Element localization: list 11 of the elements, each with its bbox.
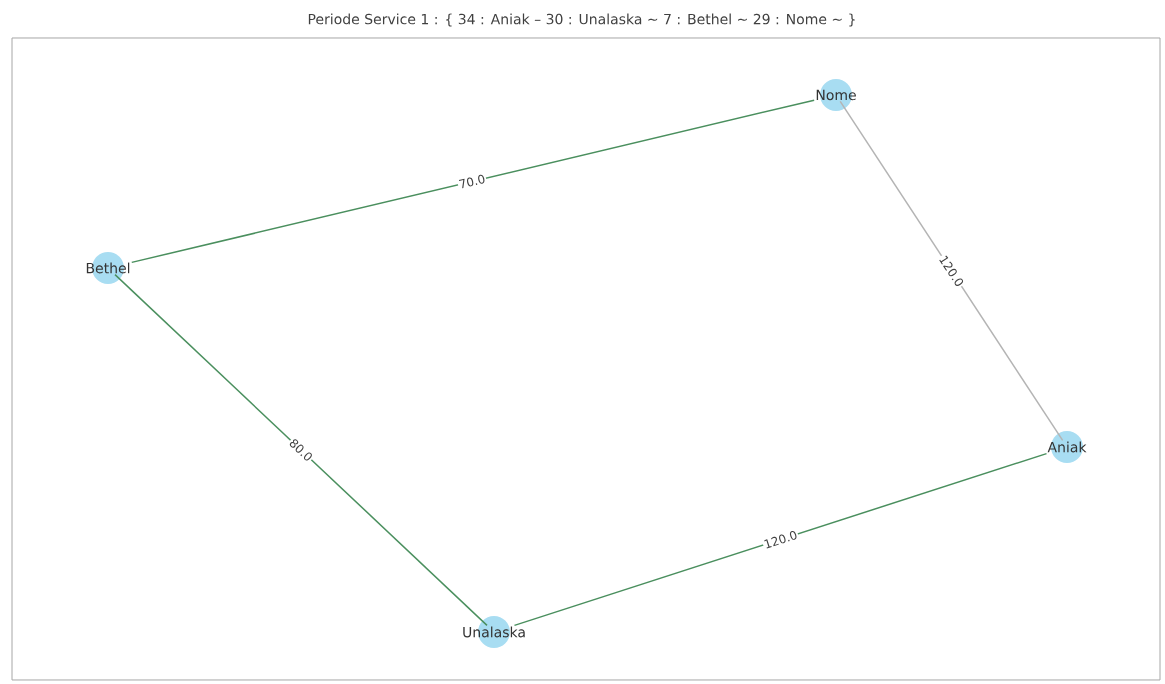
edge-label: 70.0 — [456, 172, 488, 191]
chart-title: Periode Service 1 : { 34 : Aniak – 30 : Unalaska ~ 7 : Bethel ~ 29 : Nome ~ } — [308, 13, 855, 27]
route-line — [839, 100, 1064, 442]
city-node: Aniak — [1047, 431, 1087, 463]
edge-label: 120.0 — [761, 528, 800, 551]
route-line — [513, 452, 1048, 627]
route-line — [131, 99, 815, 264]
city-node: Unalaska — [463, 616, 525, 648]
city-node: Bethel — [86, 252, 130, 284]
route-line — [114, 273, 488, 627]
city-node: Nome — [816, 79, 856, 111]
